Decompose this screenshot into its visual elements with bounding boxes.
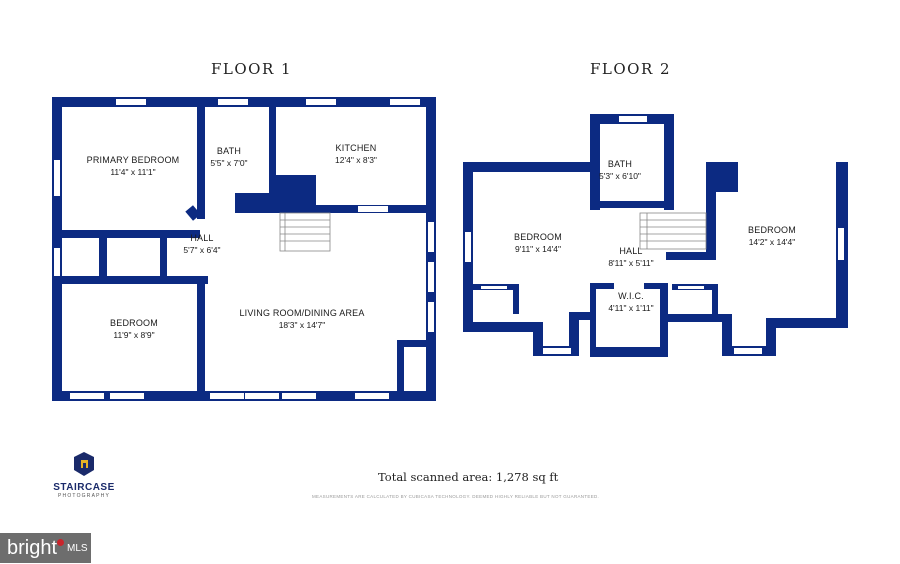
staircase-logo-icon: [74, 452, 94, 476]
room-primary-bedroom: PRIMARY BEDROOM 11'4" x 11'1": [70, 154, 196, 178]
room-bath-1: BATH 5'5" x 7'0": [203, 145, 255, 169]
watermark-brand: bright: [7, 537, 58, 559]
watermark-suffix: MLS: [67, 542, 88, 554]
floor-1-windows: [54, 99, 434, 399]
floor-1-stairs: [279, 212, 331, 252]
room-dimensions: 14'2" x 14'4": [748, 237, 796, 247]
room-dimensions: 5'7" x 6'4": [183, 245, 221, 255]
logo-subtitle: PHOTOGRAPHY: [57, 493, 110, 499]
room-dimensions: 18'3" x 14'7": [278, 320, 326, 330]
room-dimensions: 9'11" x 14'4": [515, 244, 561, 254]
room-kitchen: KITCHEN 12'4" x 8'3": [318, 142, 394, 166]
room-name: PRIMARY BEDROOM: [86, 155, 180, 165]
room-name: BATH: [607, 159, 633, 169]
bright-mls-watermark: bright MLS: [0, 533, 91, 563]
room-name: BEDROOM: [514, 232, 562, 242]
room-name: BEDROOM: [748, 225, 796, 235]
room-dimensions: 8'11" x 5'11": [608, 258, 654, 268]
room-dimensions: 12'4" x 8'3": [335, 155, 377, 165]
floor-2-title: FLOOR 2: [590, 60, 672, 78]
room-name: BATH: [216, 146, 242, 156]
room-bedroom-2a: BEDROOM 9'11" x 14'4": [504, 231, 572, 255]
room-dimensions: 11'9" x 8'9": [113, 330, 155, 340]
room-dimensions: 11'4" x 11'1": [110, 167, 156, 177]
room-dimensions: 5'5" x 7'0": [210, 158, 248, 168]
measurement-disclaimer: MEASUREMENTS ARE CALCULATED BY CUBICASA …: [312, 494, 600, 499]
room-name: KITCHEN: [335, 143, 377, 153]
logo-name: STAIRCASE: [53, 482, 115, 493]
room-dimensions: 4'11" x 1'11": [608, 303, 654, 313]
total-scanned-area: Total scanned area: 1,278 sq ft: [378, 470, 559, 484]
room-living-dining: LIVING ROOM/DINING AREA 18'3" x 14'7": [228, 307, 376, 331]
room-name: BEDROOM: [110, 318, 158, 328]
floor-2-stairs: [639, 212, 707, 250]
watermark-dot-icon: [57, 539, 65, 547]
room-name: W.I.C.: [618, 291, 644, 301]
room-dimensions: 5'3" x 6'10": [599, 171, 641, 181]
room-name: HALL: [619, 246, 643, 256]
floor-2-windows: [465, 116, 844, 354]
room-hall-1: HALL 5'7" x 6'4": [176, 232, 228, 256]
staircase-logo: STAIRCASE PHOTOGRAPHY: [52, 452, 116, 499]
room-bath-2: BATH 5'3" x 6'10": [594, 158, 646, 182]
room-name: LIVING ROOM/DINING AREA: [239, 308, 365, 318]
room-name: HALL: [190, 233, 214, 243]
room-bedroom-1: BEDROOM 11'9" x 8'9": [86, 317, 182, 341]
room-bedroom-2b: BEDROOM 14'2" x 14'4": [738, 224, 806, 248]
room-wic: W.I.C. 4'11" x 1'11": [602, 290, 660, 314]
floor-1-title: FLOOR 1: [211, 60, 293, 78]
room-hall-2: HALL 8'11" x 5'11": [601, 245, 661, 269]
